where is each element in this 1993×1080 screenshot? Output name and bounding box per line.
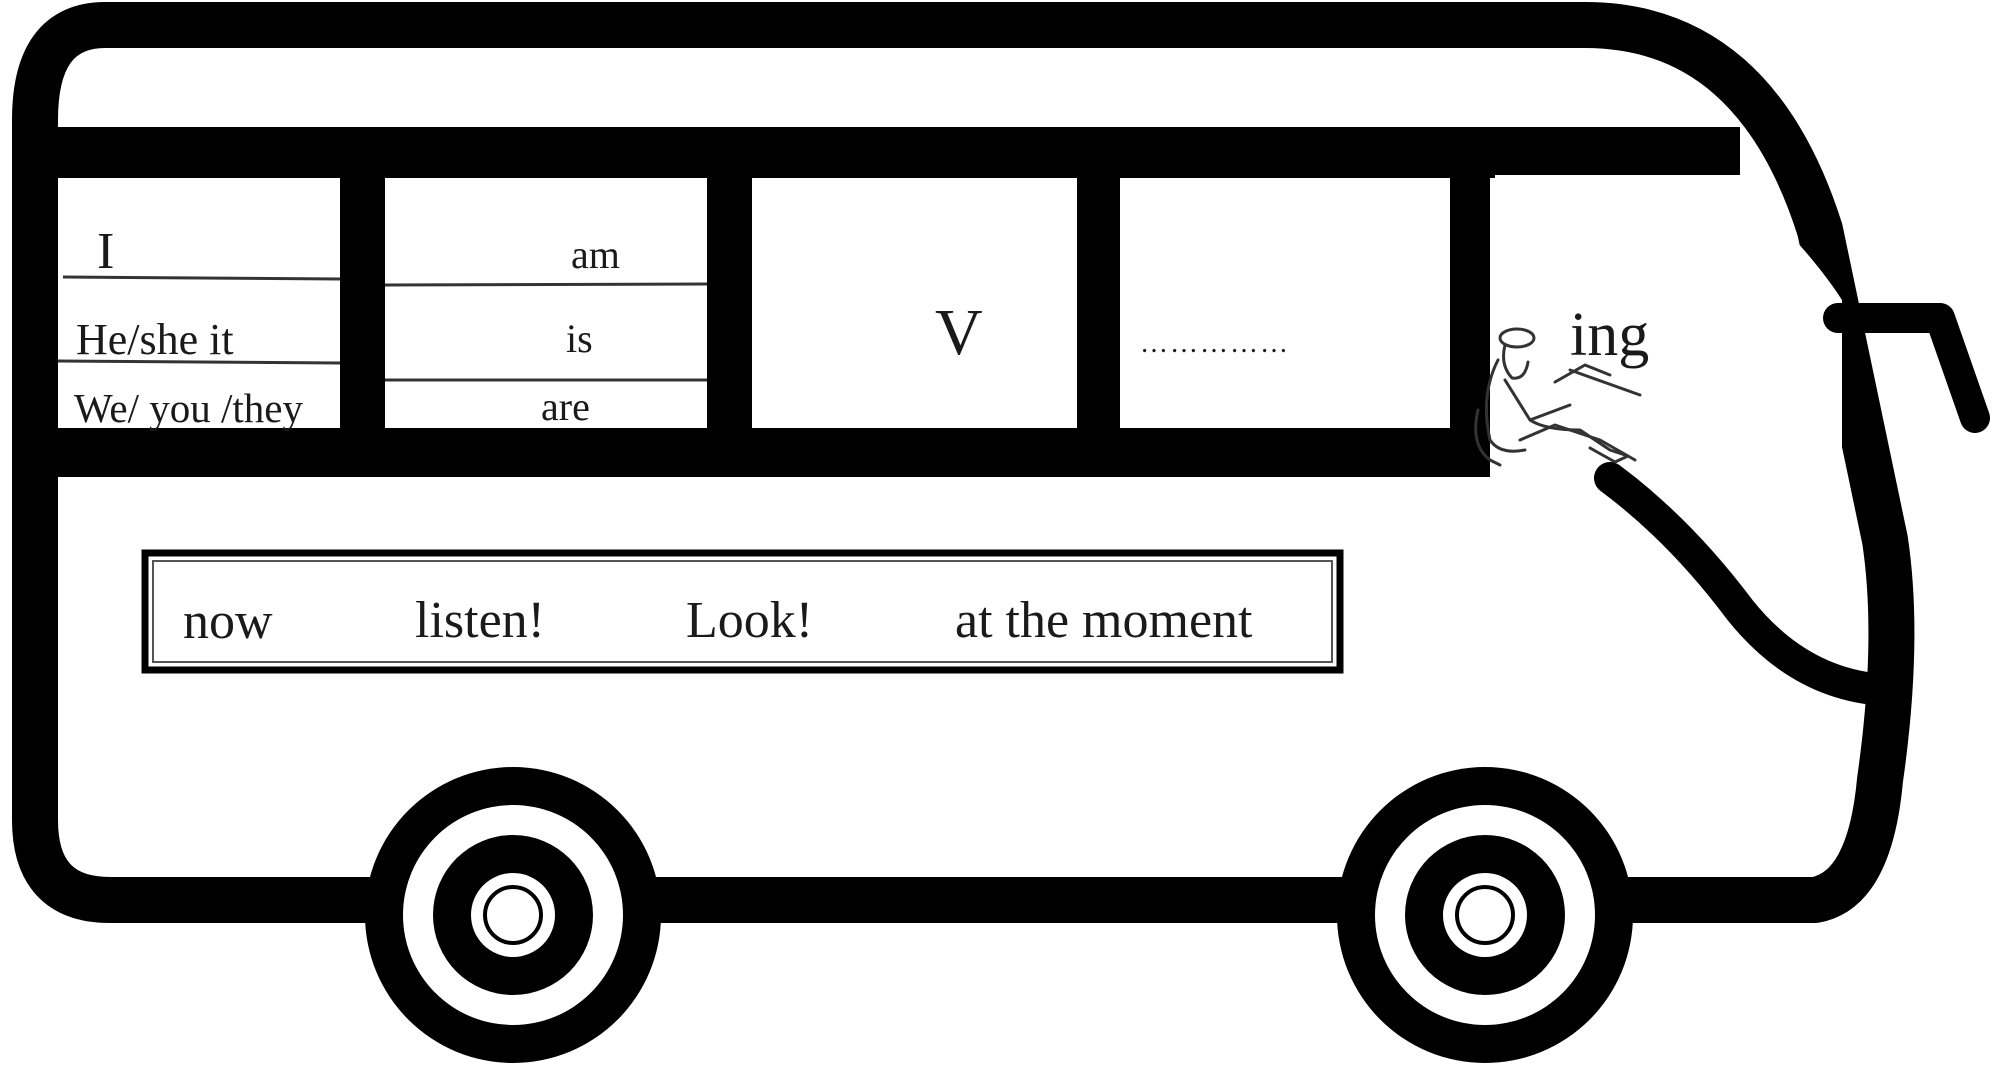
- window-verb: [752, 178, 1077, 428]
- be-am: am: [571, 232, 620, 277]
- be-divider-1: [385, 284, 707, 285]
- subject-he-she-it: He/she it: [76, 315, 234, 364]
- front-wheel: [1337, 767, 1633, 1063]
- blank-dots: ……………: [1140, 328, 1290, 359]
- suffix-ing: ing: [1570, 301, 1649, 369]
- time-expression-now: now: [183, 593, 273, 650]
- roof-band: [40, 127, 1740, 175]
- subject-i: I: [97, 223, 114, 280]
- subject-we-you-they: We/ you /they: [74, 385, 303, 431]
- be-are: are: [541, 384, 590, 429]
- rear-wheel: [365, 767, 661, 1063]
- time-expression-look: Look!: [686, 592, 813, 649]
- be-is: is: [566, 316, 593, 361]
- front-pillar: [1450, 172, 1490, 312]
- verb-v: V: [935, 296, 983, 369]
- window-blank: [1120, 178, 1450, 428]
- time-expression-at-the-moment: at the moment: [955, 592, 1253, 649]
- time-expression-listen: listen!: [415, 592, 545, 649]
